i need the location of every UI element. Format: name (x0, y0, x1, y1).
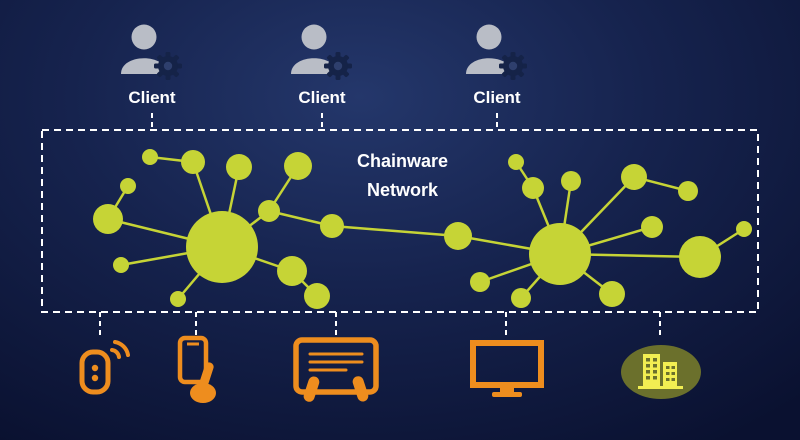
monitor-neck (500, 385, 514, 392)
tablet-hands-icon (293, 337, 379, 402)
network-node (320, 214, 344, 238)
network-node (170, 291, 186, 307)
network-node (621, 164, 647, 190)
device-body (79, 349, 111, 395)
network-node (508, 154, 524, 170)
network-node (444, 222, 472, 250)
monitor-icon (470, 340, 544, 397)
client-2: Client (277, 22, 367, 108)
tapping-hand-icon (190, 362, 216, 403)
network-node (284, 152, 312, 180)
client-1: Client (107, 22, 197, 108)
smartphone-hand-icon (177, 335, 216, 403)
tablet-screen-lines (308, 352, 364, 372)
network-node (120, 178, 136, 194)
network-node (736, 221, 752, 237)
network-node (226, 154, 252, 180)
network-node (258, 200, 280, 222)
network-boundary-box (41, 129, 759, 313)
network-node (113, 257, 129, 273)
device-button (91, 374, 99, 382)
network-node (470, 272, 490, 292)
office-buildings-icon (621, 345, 701, 399)
network-node (678, 181, 698, 201)
network-node (599, 281, 625, 307)
network-node (511, 288, 531, 308)
network-node (561, 171, 581, 191)
network-node (641, 216, 663, 238)
monitor-screen (470, 340, 544, 388)
user-gear-icon (291, 24, 352, 80)
network-node (142, 149, 158, 165)
client-3-label: Client (473, 88, 521, 107)
network-title-line1: Chainware (356, 151, 449, 171)
smart-wearable-device-icon (79, 340, 130, 395)
holding-hands-icon (303, 376, 369, 402)
network-node (93, 204, 123, 234)
client-2-label: Client (298, 88, 346, 107)
building-windows (646, 358, 675, 381)
wireless-signal-icon (110, 340, 130, 359)
network-title-line2: Network (366, 180, 438, 200)
phone-body (177, 335, 209, 385)
network-node (277, 256, 307, 286)
monitor-base (492, 392, 522, 397)
user-gear-icon (121, 24, 182, 80)
client-3: Client (452, 22, 542, 108)
network-node (304, 283, 330, 309)
network-node (181, 150, 205, 174)
buildings-backdrop (621, 345, 701, 399)
network-node (679, 236, 721, 278)
network-title: Chainware Network (320, 147, 485, 205)
client-1-label: Client (128, 88, 176, 107)
network-node (522, 177, 544, 199)
network-node (529, 223, 591, 285)
device-button (91, 364, 99, 372)
user-gear-icon (466, 24, 527, 80)
network-edge (331, 224, 459, 238)
network-node (186, 211, 258, 283)
tablet-body (293, 337, 379, 395)
